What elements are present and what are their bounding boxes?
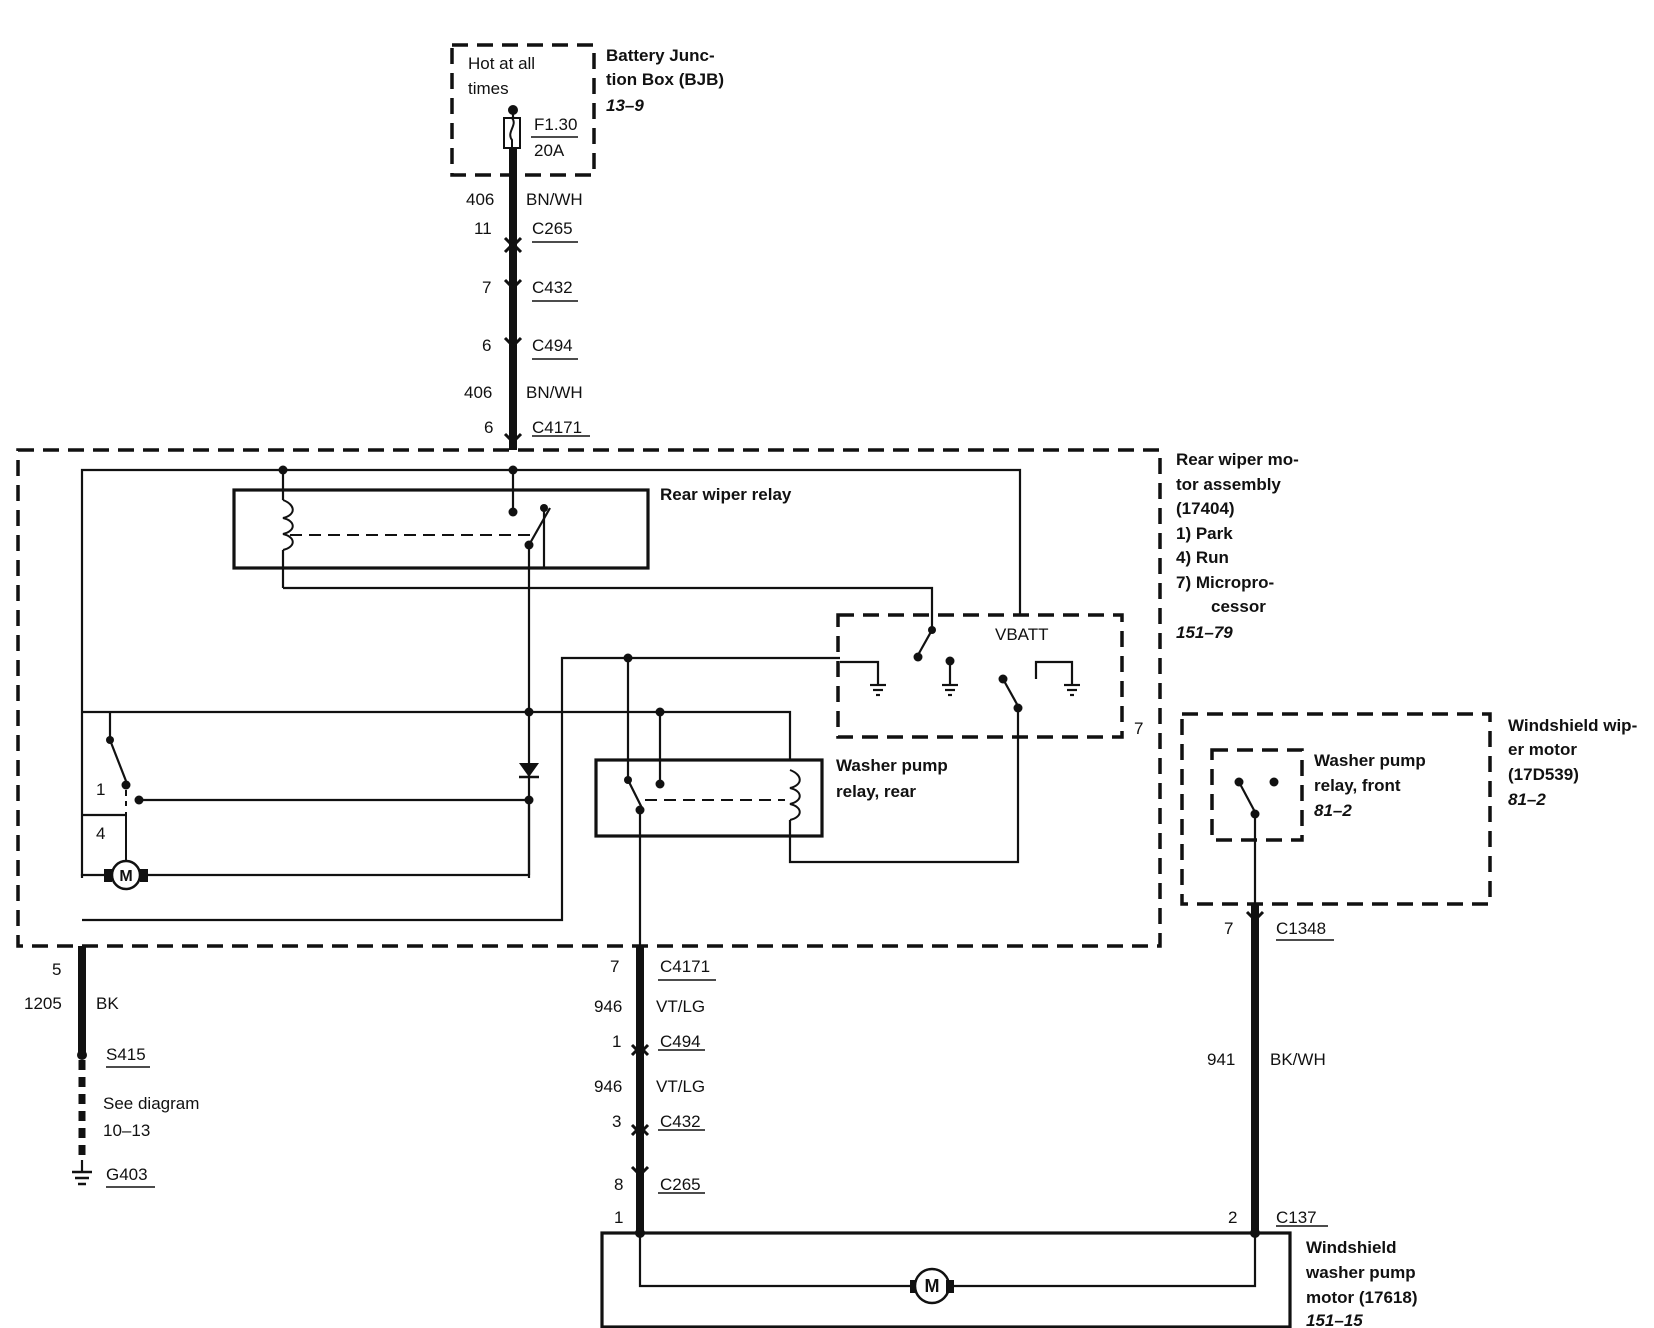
feed-conn-c4171: C4171	[532, 418, 582, 437]
rear-motor-title-1: Rear wiper mo-	[1176, 450, 1299, 469]
ground-splice: S415	[106, 1045, 146, 1064]
ground-color: BK	[96, 994, 119, 1013]
vbatt-label: VBATT	[995, 625, 1049, 644]
front-pin-c1348: 7	[1224, 919, 1233, 938]
washer-feed-wire-946	[630, 946, 716, 1233]
washer-color-b: VT/LG	[656, 1077, 705, 1096]
washer-conn-c494: C494	[660, 1032, 701, 1051]
pump-motor-symbol: M	[925, 1276, 940, 1296]
washer-color-a: VT/LG	[656, 997, 705, 1016]
ground-pin: 5	[52, 960, 61, 979]
rear-motor-title-3: (17404)	[1176, 499, 1235, 518]
bjb-title-1: Battery Junc-	[606, 46, 715, 65]
feed-color-a: BN/WH	[526, 190, 583, 209]
bjb-ref: 13–9	[606, 96, 644, 115]
rear-wiper-motor-assembly	[16, 448, 1162, 948]
washer-relay-rear-label-2: relay, rear	[836, 782, 916, 801]
ground-see-1: See diagram	[103, 1094, 199, 1113]
front-conn-c137: C137	[1276, 1208, 1317, 1227]
bjb-hot-label-2: times	[468, 79, 509, 98]
feed-pin-c4171: 6	[484, 418, 493, 437]
feed-pin-c494: 6	[482, 336, 491, 355]
washer-pin-c137: 1	[614, 1208, 623, 1227]
front-color: BK/WH	[1270, 1050, 1326, 1069]
feed-color-b: BN/WH	[526, 383, 583, 402]
pin-micro: 7	[1134, 719, 1143, 738]
ground-circuit: 1205	[24, 994, 62, 1013]
washer-pin-c265: 8	[614, 1175, 623, 1194]
rear-motor-ref: 151–79	[1176, 623, 1233, 642]
bjb-hot-label-1: Hot at all	[468, 54, 535, 73]
pump-title-1: Windshield	[1306, 1238, 1397, 1257]
feed-pin-c432: 7	[482, 278, 491, 297]
rear-motor-item-7b: cessor	[1211, 597, 1266, 616]
bjb-title-2: tion Box (BJB)	[606, 70, 724, 89]
rear-motor-item-4: 4) Run	[1176, 548, 1229, 567]
rear-motor-symbol: M	[119, 868, 132, 885]
ground-see-2: 10–13	[103, 1121, 150, 1140]
battery-junction-box	[450, 43, 596, 177]
pump-title-2: washer pump	[1305, 1263, 1416, 1282]
fuse-id: F1.30	[534, 115, 577, 134]
front-motor-ref: 81–2	[1508, 790, 1546, 809]
washer-conn-c432: C432	[660, 1112, 701, 1131]
windshield-wiper-motor	[1180, 712, 1492, 1233]
washer-relay-front-label-1: Washer pump	[1314, 751, 1426, 770]
pin-park: 1	[96, 780, 105, 799]
front-motor-title-3: (17D539)	[1508, 765, 1579, 784]
pump-title-3: motor (17618)	[1306, 1288, 1417, 1307]
washer-circuit-a: 946	[594, 997, 622, 1016]
front-circuit: 941	[1207, 1050, 1235, 1069]
fuse-rating: 20A	[534, 141, 565, 160]
feed-circuit-a: 406	[466, 190, 494, 209]
feed-circuit-b: 406	[464, 383, 492, 402]
washer-pin-c494: 1	[612, 1032, 621, 1051]
feed-pin-c265: 11	[474, 219, 492, 238]
washer-pump-motor	[600, 1228, 1292, 1328]
washer-relay-front-ref: 81–2	[1314, 801, 1352, 820]
pump-ref: 151–15	[1306, 1311, 1363, 1328]
washer-pin-c432: 3	[612, 1112, 621, 1131]
feed-conn-c265: C265	[532, 219, 573, 238]
ground-wire-1205	[72, 946, 155, 1188]
rear-motor-title-2: tor assembly	[1176, 475, 1281, 494]
washer-relay-rear-label-1: Washer pump	[836, 756, 948, 775]
feed-conn-c432: C432	[532, 278, 573, 297]
front-motor-title-1: Windshield wip-	[1508, 716, 1637, 735]
washer-conn-c265: C265	[660, 1175, 701, 1194]
front-motor-title-2: er motor	[1508, 740, 1577, 759]
rear-motor-item-1: 1) Park	[1176, 524, 1233, 543]
pin-run: 4	[96, 824, 105, 843]
washer-relay-front-label-2: relay, front	[1314, 776, 1401, 795]
rear-wiper-relay-label: Rear wiper relay	[660, 485, 792, 504]
rear-motor-item-7a: 7) Micropro-	[1176, 573, 1274, 592]
feed-conn-c494: C494	[532, 336, 573, 355]
washer-pin-c4171: 7	[610, 957, 619, 976]
washer-conn-c4171: C4171	[660, 957, 710, 976]
front-conn-c1348: C1348	[1276, 919, 1326, 938]
washer-circuit-b: 946	[594, 1077, 622, 1096]
ground-id: G403	[106, 1165, 148, 1184]
front-pin-c137: 2	[1228, 1208, 1237, 1227]
feed-wire-406	[503, 148, 590, 450]
